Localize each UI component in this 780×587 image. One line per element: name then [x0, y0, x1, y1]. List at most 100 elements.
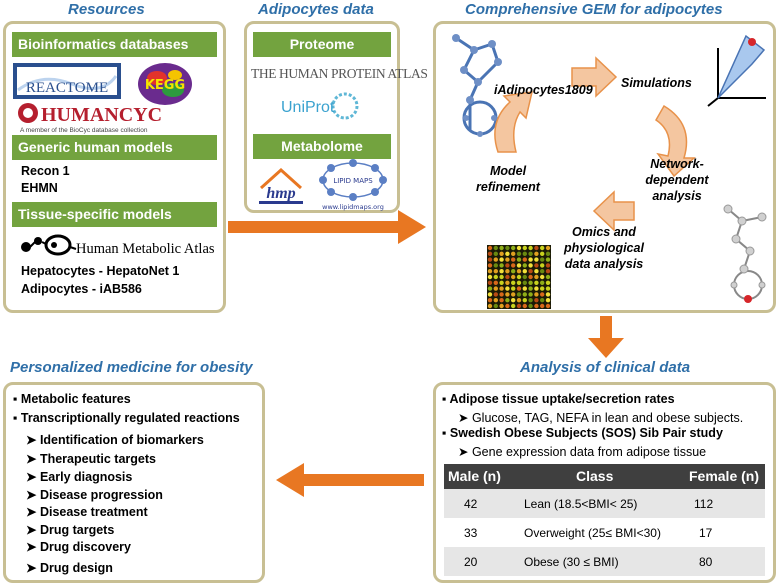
tissue-model-adipocytes: Adipocytes - iAB586 [21, 282, 142, 296]
cell-female: 17 [699, 526, 713, 540]
cell-class: Obese (30 ≤ BMI) [524, 555, 619, 569]
personalized-item-label: Therapeutic targets [39, 452, 156, 466]
lipidmaps-logo-text: LIPID MAPS [333, 177, 373, 185]
gem-node-simulations: Simulations [621, 76, 692, 90]
generic-model-ehmn: EHMN [21, 181, 58, 195]
personalized-bullet-metabolic-label: Metabolic features [20, 392, 131, 406]
personalized-item: ➤ Early diagnosis [26, 470, 133, 484]
resources-title: Resources [68, 1, 145, 18]
gem-node-refinement-line1: Model [489, 164, 527, 178]
clinical-bullet-sos-label: Swedish Obese Subjects (SOS) Sib Pair st… [449, 426, 723, 440]
header-female: Female (n) [688, 468, 759, 484]
table-row: 20 Obese (30 ≤ BMI) 80 [444, 547, 765, 576]
cell-male: 42 [464, 497, 478, 511]
personalized-panel: ▪ Metabolic features ▪ Transcriptionally… [3, 382, 265, 583]
clinical-sub-gene: ➤ Gene expression data from adipose tiss… [458, 445, 707, 459]
arrow-to-personalized [276, 463, 424, 497]
hma-logo-text: Human Metabolic Atlas [76, 241, 215, 257]
hmp-logo: hmp [255, 167, 307, 208]
gem-cycle-arrows [494, 56, 696, 232]
table-row: 33 Overweight (25≤ BMI<30) 17 [444, 518, 765, 547]
lipidmaps-logo: LIPID MAPS www.lipidmaps.org [311, 158, 395, 212]
uniprot-logo-text: UniProt [281, 99, 335, 116]
gem-panel: iAdipocytes1809 Simulations Network- dep… [433, 21, 776, 313]
adipocytes-data-title: Adipocytes data [258, 1, 374, 18]
personalized-item: ➤ Therapeutic targets [26, 452, 156, 466]
hmp-logo-text: hmp [266, 185, 295, 202]
clinical-sub-glucose: ➤ Glucose, TAG, NEFA in lean and obese s… [458, 411, 744, 425]
arrow-to-gem [228, 210, 426, 244]
reactome-logo: REACTOME [12, 62, 122, 100]
resources-panel: Bioinformatics databases REACTOME KEGG H… [3, 21, 226, 313]
personalized-item-label: Disease treatment [39, 505, 148, 519]
cell-male: 20 [464, 555, 478, 569]
personalized-bullet-transcriptional: ▪ Transcriptionally regulated reactions [13, 411, 240, 425]
clinical-bullet-adipose: ▪ Adipose tissue uptake/secretion rates [442, 392, 675, 406]
personalized-item-label: Drug targets [39, 523, 115, 537]
personalized-title: Personalized medicine for obesity [10, 359, 253, 376]
gem-node-refinement-line2: refinement [476, 180, 540, 194]
hpa-logo: THE HUMAN PROTEIN ATLAS [251, 66, 428, 81]
clinical-sub-gene-label: Gene expression data from adipose tissue [471, 445, 707, 459]
kegg-logo: KEGG [137, 62, 193, 106]
gem-node-refinement: Model refinement [470, 163, 546, 195]
table-row: 42 Lean (18.5<BMI< 25) 112 [444, 489, 765, 518]
microarray-image [487, 245, 551, 309]
arrow-to-clinical [588, 316, 624, 358]
cell-female: 80 [699, 555, 713, 569]
uniprot-logo: UniProt [279, 90, 369, 122]
humancyc-logo: HUMANCYC A member of the BioCyc database… [16, 100, 196, 134]
clinical-bullet-adipose-label: Adipose tissue uptake/secretion rates [449, 392, 675, 406]
generic-models-header: Generic human models [12, 135, 217, 160]
molecule-icon [723, 204, 767, 303]
personalized-item: ➤ Drug design [26, 561, 113, 575]
personalized-item: ➤ Identification of biomarkers [26, 433, 204, 447]
personalized-item-label: Identification of biomarkers [39, 433, 204, 447]
adipocytes-panel: Proteome THE HUMAN PROTEIN ATLAS UniProt… [244, 21, 428, 213]
gem-title: Comprehensive GEM for adipocytes [465, 1, 723, 18]
personalized-item: ➤ Disease treatment [26, 505, 148, 519]
cell-female: 112 [694, 497, 714, 511]
reactome-logo-text: REACTOME [26, 80, 108, 96]
cell-class: Overweight (25≤ BMI<30) [524, 526, 661, 540]
clinical-panel: ▪ Adipose tissue uptake/secretion rates … [433, 382, 776, 583]
personalized-item: ➤ Drug discovery [26, 540, 131, 554]
header-male: Male (n) [448, 468, 501, 484]
clinical-title: Analysis of clinical data [520, 359, 691, 376]
humancyc-logo-text: HUMANCYC [41, 104, 162, 126]
personalized-item: ➤ Drug targets [26, 523, 115, 537]
personalized-item-label: Disease progression [39, 488, 163, 502]
personalized-item-label: Early diagnosis [39, 470, 133, 484]
gem-node-network-line2: dependent [645, 173, 709, 187]
personalized-item: ➤ Disease progression [26, 488, 163, 502]
gem-node-model: iAdipocytes1809 [494, 83, 593, 97]
gem-node-omics-line2: physiological [564, 241, 644, 255]
generic-model-recon1: Recon 1 [21, 164, 70, 178]
cell-male: 33 [464, 526, 478, 540]
clinical-sub-glucose-label: Glucose, TAG, NEFA in lean and obese sub… [471, 411, 744, 425]
gem-node-omics-line3: data analysis [564, 257, 644, 271]
personalized-item-label: Drug discovery [39, 540, 131, 554]
bioinformatics-header: Bioinformatics databases [12, 32, 217, 57]
gem-node-network-line1: Network- [650, 157, 704, 171]
metabolic-network-icon [452, 34, 502, 137]
kegg-logo-text: KEGG [145, 78, 185, 93]
gem-node-network-line3: analysis [652, 189, 702, 203]
lipidmaps-url: www.lipidmaps.org [322, 203, 384, 211]
personalized-bullet-metabolic: ▪ Metabolic features [13, 392, 131, 406]
cell-class: Lean (18.5<BMI< 25) [524, 497, 638, 511]
tissue-models-header: Tissue-specific models [12, 202, 217, 227]
header-class: Class [576, 468, 614, 484]
proteome-header: Proteome [253, 32, 391, 57]
tissue-model-hepatocytes: Hepatocytes - HepatoNet 1 [21, 264, 180, 278]
hma-logo: Human Metabolic Atlas [18, 231, 223, 261]
clinical-table-header: Male (n) Class Female (n) [444, 464, 765, 489]
flux-cone-icon [707, 34, 766, 107]
clinical-bullet-sos: ▪ Swedish Obese Subjects (SOS) Sib Pair … [442, 426, 723, 440]
gem-node-omics: Omics and physiological data analysis [554, 224, 654, 272]
metabolome-header: Metabolome [253, 134, 391, 159]
gem-node-omics-line1: Omics and [572, 225, 636, 239]
humancyc-tagline: A member of the BioCyc database collecti… [20, 127, 148, 134]
gem-node-network: Network- dependent analysis [641, 156, 713, 204]
personalized-item-label: Drug design [39, 561, 113, 575]
